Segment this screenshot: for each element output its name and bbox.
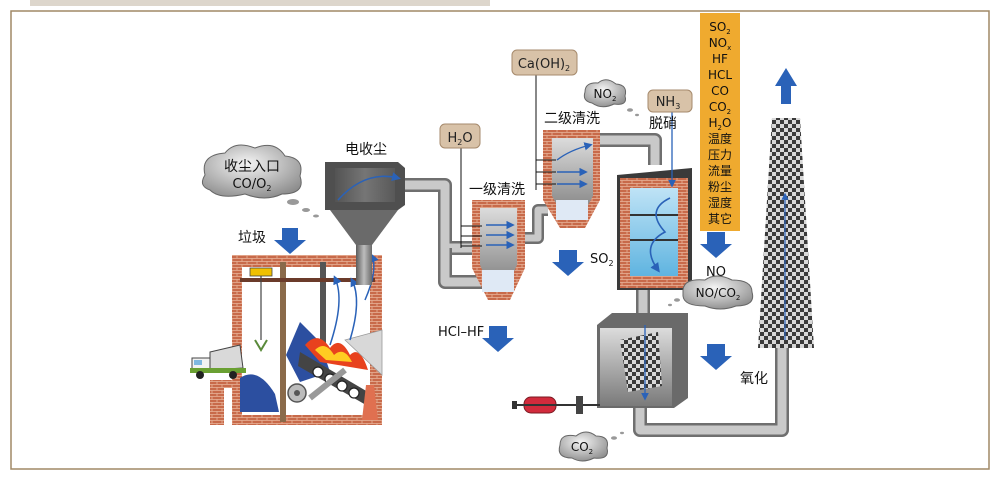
esp-label: 电收尘 bbox=[345, 142, 387, 158]
burner-tank bbox=[512, 396, 600, 414]
garbage-arrow bbox=[274, 228, 306, 254]
secondary-scrub-label: 二级清洗 bbox=[544, 111, 600, 127]
monitor-item: 其它 bbox=[708, 211, 732, 226]
monitor-item: HCL bbox=[708, 68, 732, 82]
garbage-label: 垃圾 bbox=[238, 230, 266, 246]
svg-text:Ca(OH)2: Ca(OH)2 bbox=[518, 57, 570, 73]
monitor-item: 粉尘 bbox=[708, 180, 732, 194]
dust-inlet-cloud bbox=[201, 144, 319, 218]
co2-cloud bbox=[558, 431, 624, 462]
oxidation-arrow bbox=[700, 344, 732, 370]
co2-label: CO2 bbox=[571, 440, 593, 456]
monitor-item: 温度 bbox=[708, 131, 732, 146]
denitrification-reactor bbox=[617, 108, 692, 290]
oxidation-chamber bbox=[597, 313, 688, 408]
no-co2-label: NO/CO2 bbox=[696, 286, 741, 302]
no-label: NO bbox=[706, 265, 726, 280]
no-arrow bbox=[700, 232, 732, 258]
monitor-item: NOx bbox=[709, 36, 732, 52]
no-co2-cloud bbox=[668, 275, 754, 310]
nh3-box: NH3 bbox=[647, 89, 693, 113]
h2o-box: H2O bbox=[439, 123, 481, 149]
primary-scrub-label: 一级清洗 bbox=[469, 182, 525, 198]
monitor-item: CO bbox=[711, 84, 729, 98]
no2-cloud bbox=[583, 79, 639, 117]
chimney bbox=[758, 118, 814, 348]
secondary-scrubber bbox=[535, 75, 600, 228]
dust-inlet-label-line1: 收尘入口 bbox=[224, 159, 280, 175]
so2-arrow bbox=[552, 250, 584, 276]
no2-label: NO2 bbox=[594, 87, 617, 103]
hcl-hf-arrow bbox=[482, 326, 514, 352]
incinerator bbox=[210, 253, 383, 425]
monitor-item: SO2 bbox=[709, 20, 731, 36]
monitor-item: CO2 bbox=[709, 100, 731, 116]
monitor-item: HF bbox=[712, 52, 728, 66]
top-strip bbox=[30, 0, 490, 6]
monitor-item: 湿度 bbox=[708, 195, 732, 210]
primary-scrubber bbox=[460, 148, 525, 300]
svg-text:H2O: H2O bbox=[447, 131, 472, 147]
dust-inlet-label-line2: CO/O2 bbox=[232, 177, 271, 193]
hcl-hf-label: HCl–HF bbox=[438, 325, 484, 340]
oxidation-label: 氧化 bbox=[740, 371, 768, 387]
diagram-frame bbox=[10, 10, 990, 470]
monitor-list-panel bbox=[700, 13, 740, 231]
monitor-item: H2O bbox=[709, 116, 732, 132]
garbage-truck-icon bbox=[190, 344, 246, 379]
so2-label: SO2 bbox=[590, 252, 614, 268]
chimney-exhaust-arrow bbox=[775, 68, 797, 104]
electrostatic-precipitator bbox=[325, 162, 405, 285]
monitor-item: 流量 bbox=[708, 164, 732, 178]
monitor-item: 压力 bbox=[708, 148, 732, 162]
svg-text:NH3: NH3 bbox=[656, 95, 681, 111]
caoh2-box: Ca(OH)2 bbox=[511, 49, 578, 76]
denitrification-label: 脱硝 bbox=[649, 116, 677, 132]
